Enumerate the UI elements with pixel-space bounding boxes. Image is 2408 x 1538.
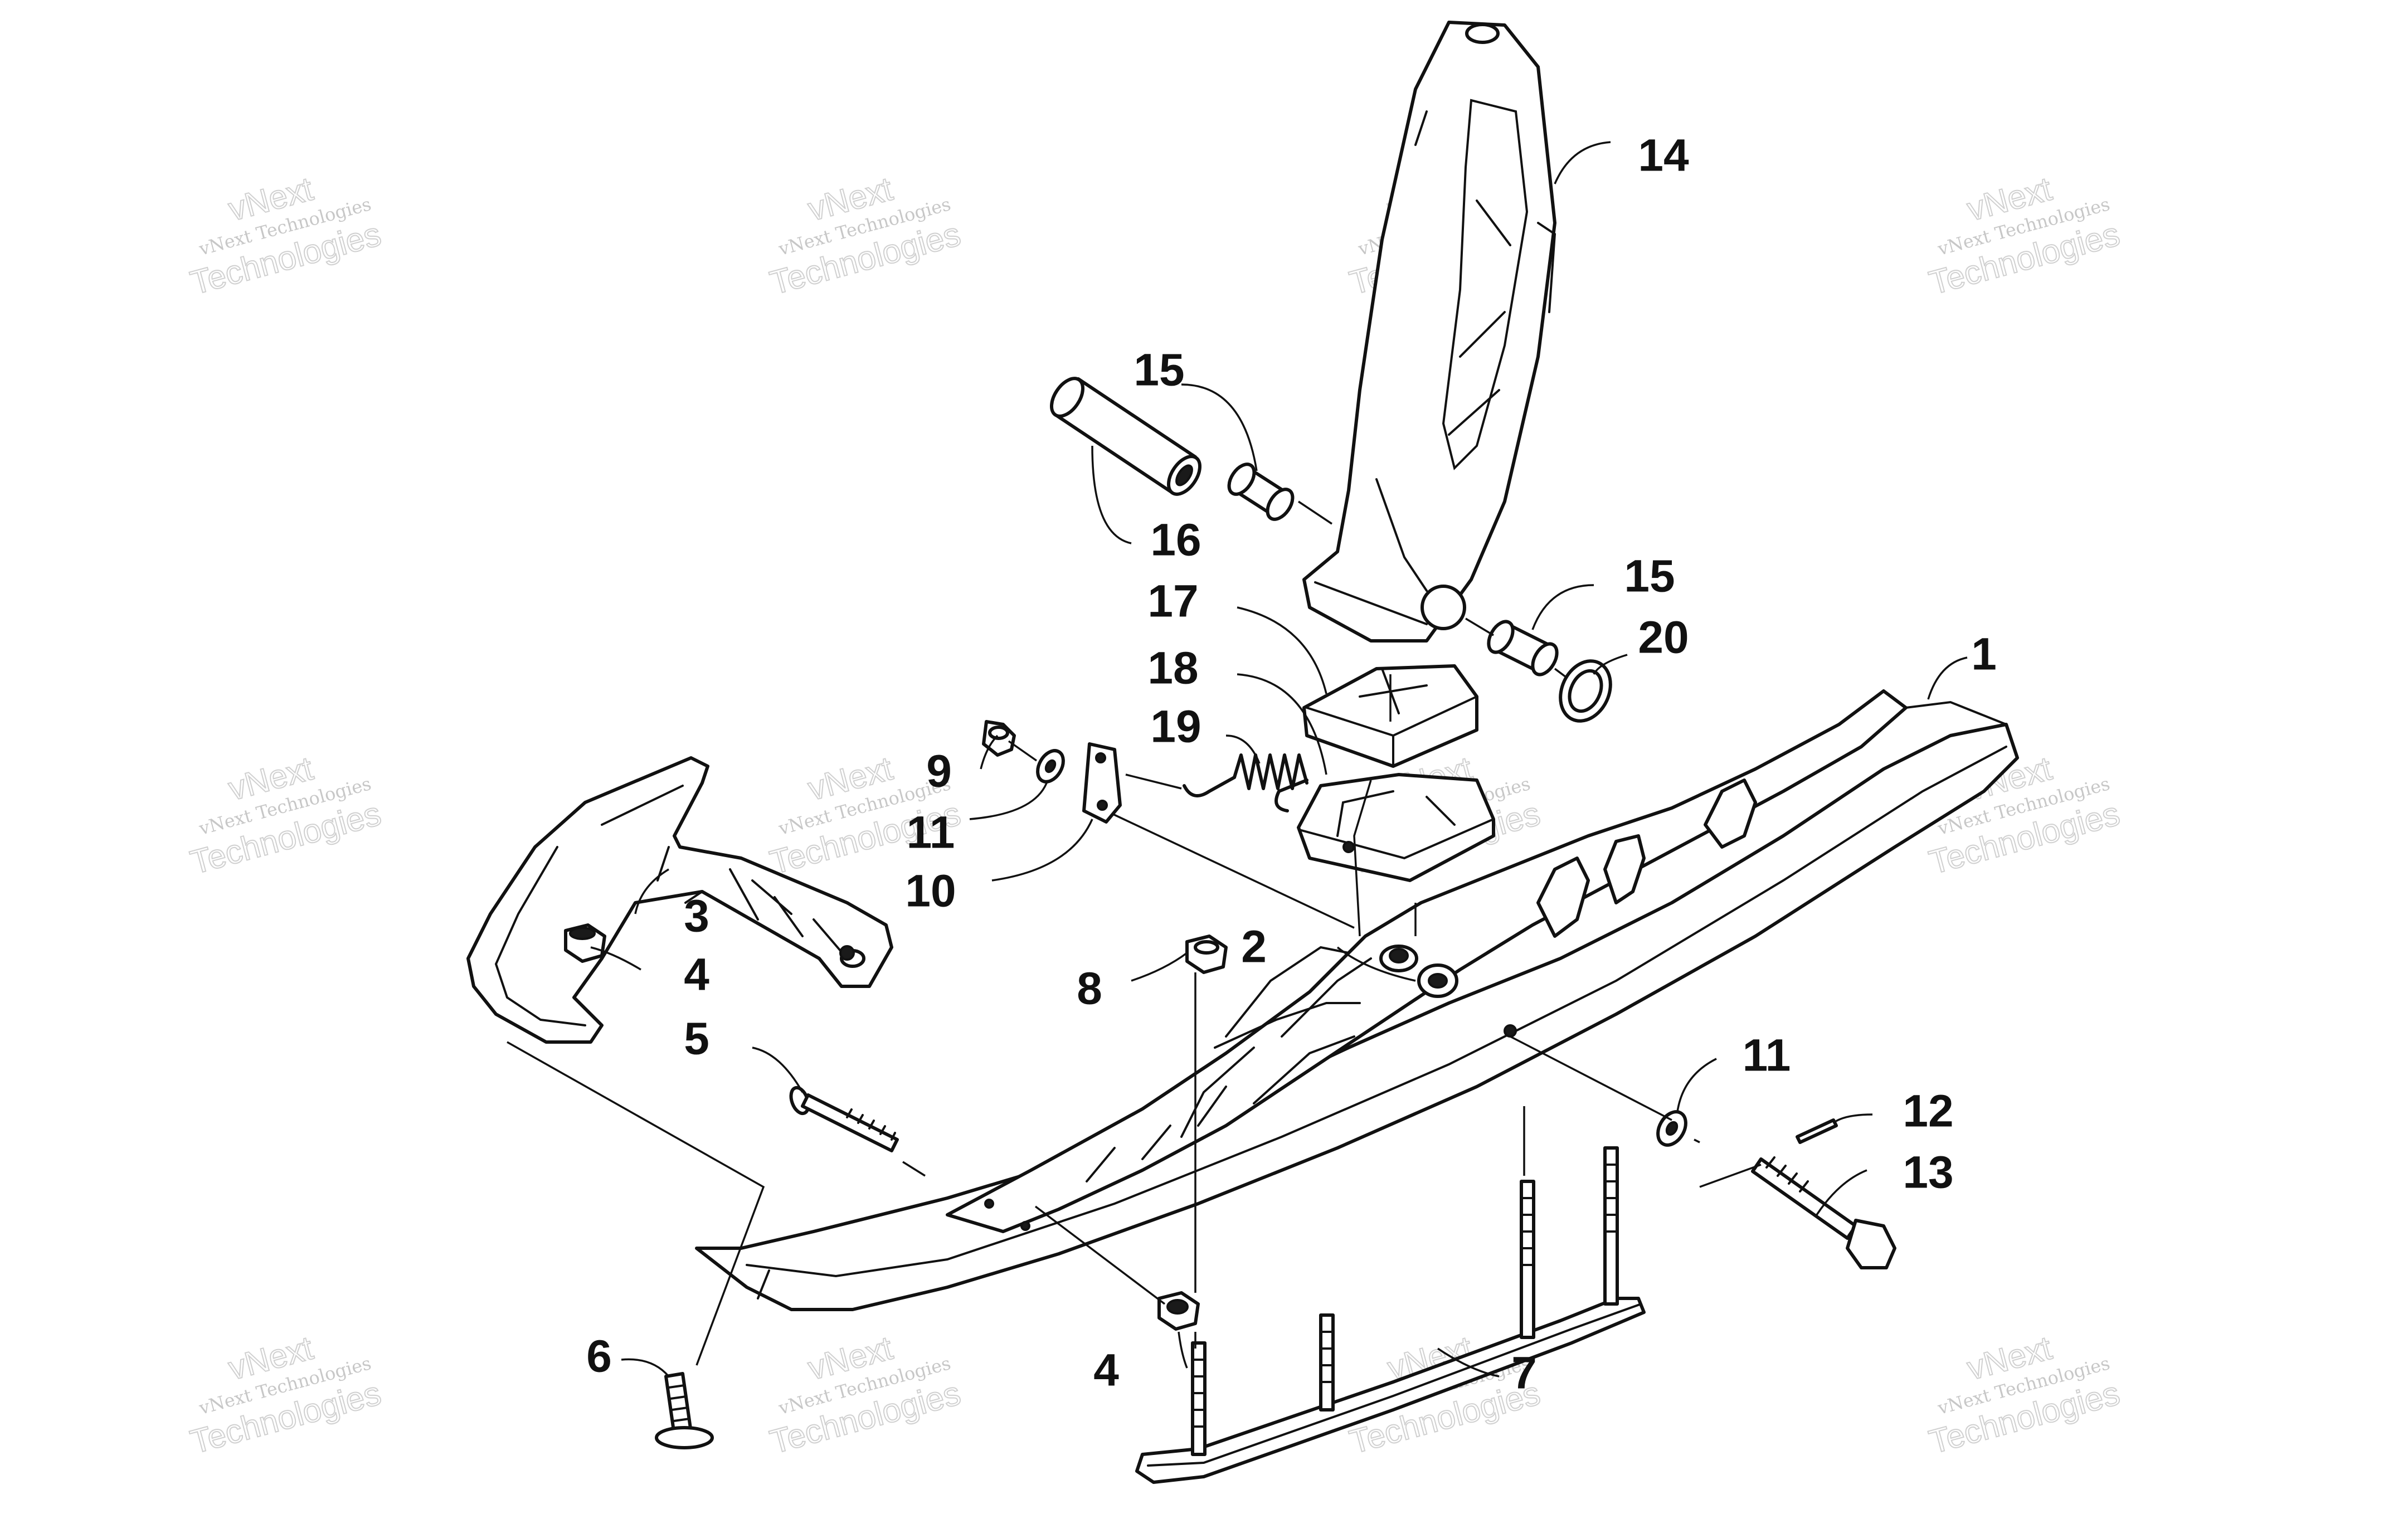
part-19-spring [1183, 753, 1308, 812]
watermark: vNext vNext Technologies Technologies [186, 1328, 386, 1462]
part-3-handle [466, 756, 893, 1044]
part-13-bolt [1751, 1156, 1896, 1269]
watermark: vNext vNext Technologies Technologies [766, 169, 965, 303]
part-14-spindle [1302, 21, 1556, 643]
callout-7: 7 [1511, 1348, 1537, 1399]
part-15-bushing-upper [1227, 463, 1295, 521]
part-8-nut [1185, 935, 1228, 974]
part-18-bracket [1297, 773, 1495, 882]
watermark: vNext vNext Technologies Technologies [766, 1328, 965, 1462]
callout-17: 17 [1147, 576, 1198, 627]
part-20-ring [1559, 659, 1612, 723]
part-15-bushing-lower [1487, 620, 1559, 676]
callout-18: 18 [1147, 643, 1198, 694]
callout-9: 9 [926, 746, 952, 797]
part-11-washer-upper [1036, 749, 1065, 783]
callout-leaders [590, 141, 1968, 1378]
part-9-nut [982, 720, 1016, 757]
watermark: vNext vNext Technologies Technologies [1925, 1328, 2124, 1462]
callout-3: 3 [684, 891, 709, 942]
callout-8: 8 [1077, 963, 1102, 1014]
part-5-bolt [789, 1086, 899, 1152]
callout-19: 19 [1150, 702, 1201, 752]
part-10-plate [1082, 742, 1122, 824]
callout-labels: 1 2 3 4 4 5 6 7 8 9 10 11 11 12 13 14 15… [586, 130, 1997, 1399]
part-11-washer-lower [1656, 1110, 1687, 1147]
callout-10: 10 [905, 866, 956, 917]
watermark: vNext vNext Technologies Technologies [186, 169, 386, 303]
part-12-pin [1796, 1118, 1838, 1144]
part-4-nut-lower [1157, 1291, 1200, 1331]
callout-1: 1 [1971, 629, 1997, 680]
callout-5: 5 [684, 1014, 709, 1064]
callout-20: 20 [1638, 612, 1689, 663]
callout-4-lower: 4 [1093, 1345, 1119, 1396]
watermark: vNext vNext Technologies Technologies [1925, 169, 2124, 303]
callout-11-upper: 11 [907, 807, 955, 858]
callout-15-lower: 15 [1624, 551, 1675, 602]
callout-16: 16 [1150, 515, 1201, 566]
part-1-ski [695, 689, 2019, 1311]
callout-14: 14 [1638, 130, 1689, 181]
callout-2: 2 [1241, 922, 1267, 972]
part-4-nut-upper [564, 923, 606, 963]
watermark: vNext vNext Technologies Technologies [186, 749, 386, 882]
callout-12: 12 [1903, 1086, 1953, 1137]
callout-15-upper: 15 [1134, 345, 1184, 396]
part-2-bushing [1417, 963, 1458, 998]
callout-11-lower: 11 [1743, 1030, 1791, 1081]
part-7-runner [1135, 1146, 1646, 1484]
part-6-screw [655, 1372, 714, 1449]
callout-13: 13 [1903, 1147, 1953, 1198]
part-16-sleeve [1049, 377, 1202, 496]
callout-6: 6 [586, 1331, 612, 1382]
callout-4-upper: 4 [684, 950, 709, 1000]
assembly-lines [507, 500, 1762, 1366]
